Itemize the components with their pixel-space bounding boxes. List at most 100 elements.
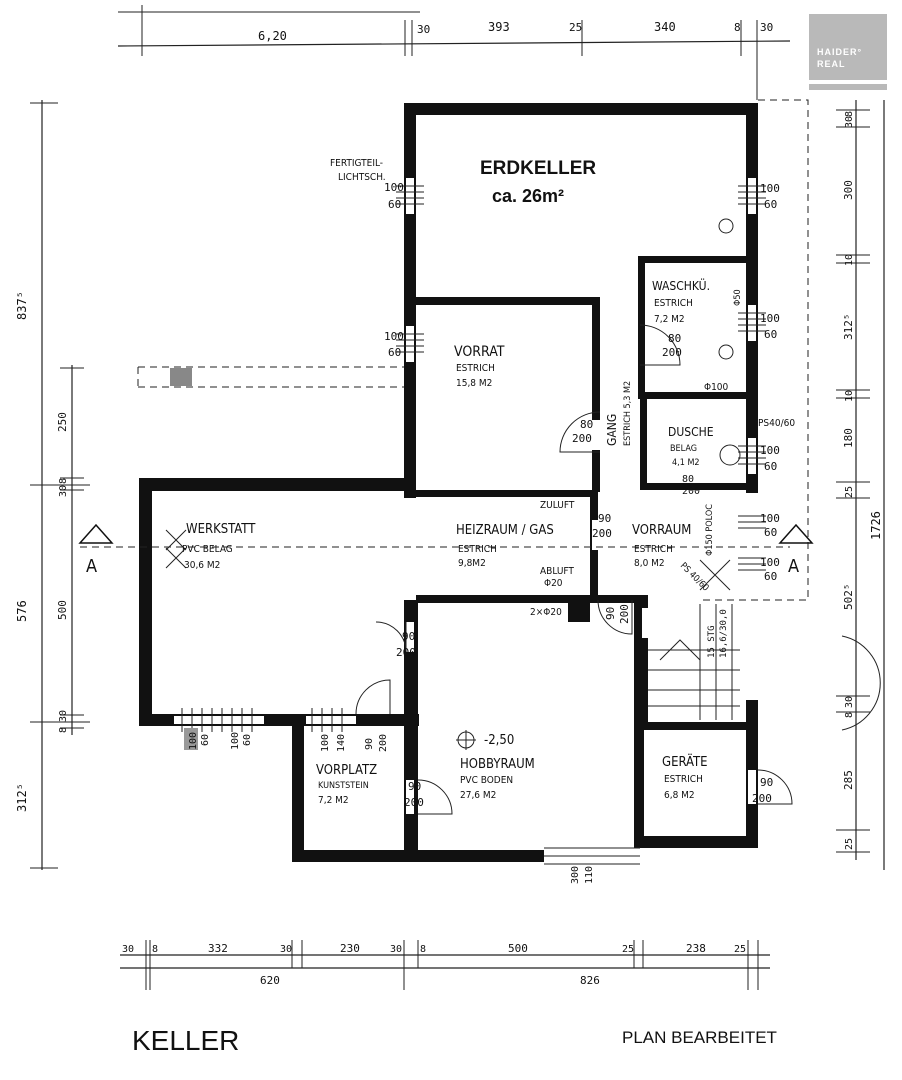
bottom-dimensions: 30 8 332 30 230 30 8 500 25 238 25 620 8… [120, 940, 770, 990]
room-labels: VORRAT ESTRICH 15,8 M2 WERKSTATT PVC BEL… [182, 277, 714, 806]
dim-bottom-238: 238 [686, 942, 706, 955]
door-heiz-h: 200 [592, 527, 612, 540]
room-dusche-floor: BELAG [670, 444, 697, 454]
room-heizraum-floor: ESTRICH [458, 544, 497, 555]
win-w-2: 100 [384, 330, 404, 343]
staircase: 15 STG 16,6/30,0 [648, 604, 740, 720]
win-w-1: 100 [384, 181, 404, 194]
win-w-7: 100 [760, 556, 780, 569]
room-vorplatz-floor: KUNSTSTEIN [318, 781, 369, 791]
dim-left-8a: 8 [58, 478, 69, 484]
door-heiz-w: 90 [598, 512, 611, 525]
room-heizraum-area: 9,8M2 [458, 558, 486, 569]
win-h-1: 60 [388, 198, 401, 211]
room-vorrat-floor: ESTRICH [456, 363, 495, 374]
win-h-6: 60 [764, 526, 777, 539]
door-geraete-w: 90 [760, 776, 773, 789]
room-geraete-name: GERÄTE [662, 754, 708, 770]
level-label: -2,50 [484, 733, 514, 748]
haider-real-logo: HAIDER° REAL [809, 14, 887, 90]
room-geraete-area: 6,8 M2 [664, 790, 695, 801]
opening-labels: 100 60 100 60 100 60 100 60 100 60 100 6… [188, 181, 780, 884]
dim-left-576: 576 [15, 600, 29, 622]
logo-bar [809, 84, 887, 90]
door-geraete-h: 200 [752, 792, 772, 805]
dim-left-30b: 30 [58, 710, 69, 722]
dim-bottom-30a: 30 [122, 944, 134, 955]
fertigteil-line-2: LICHTSCH. [338, 172, 386, 183]
right-dimensions: 8 30 300 10 312⁵ 10 180 25 502⁵ 30 8 285… [836, 100, 885, 870]
phi150-label: Φ150 POLOC [705, 504, 715, 556]
win-h-2: 60 [388, 346, 401, 359]
room-waschku-name: WASCHKÜ. [652, 277, 710, 293]
door-dusche-w: 80 [682, 474, 694, 485]
room-vorrat-name: VORRAT [454, 344, 505, 360]
room-vorplatz-area: 7,2 M2 [318, 795, 349, 806]
win-w-6: 100 [760, 512, 780, 525]
dim-right-25b: 25 [844, 838, 855, 850]
room-hobbyraum-area: 27,6 M2 [460, 790, 496, 801]
dim-bottom-332: 332 [208, 942, 228, 955]
dim-left-30a: 30 [58, 485, 69, 497]
dim-bottom-30b: 30 [280, 944, 292, 955]
dashed-outlines [80, 99, 809, 601]
erdkeller-area: ca. 26m² [492, 186, 564, 206]
dim-bottom-25a: 25 [622, 944, 634, 955]
dim-top-340: 340 [654, 20, 676, 34]
door-vorraum-w: 90 [604, 607, 617, 620]
dim-top-8: 8 [734, 21, 741, 34]
dim-right-25a: 25 [844, 486, 855, 498]
room-vorraum-floor: ESTRICH [634, 544, 673, 555]
dim-left-500: 500 [56, 600, 69, 620]
zuluft-label: ZULUFT [540, 500, 575, 511]
dim-right-1726: 1726 [869, 511, 883, 540]
room-werkstatt-area: 30,6 M2 [184, 560, 220, 571]
dim-right-180: 180 [842, 428, 855, 448]
room-werkstatt-name: WERKSTATT [186, 522, 256, 537]
room-heizraum-name: HEIZRAUM / GAS [456, 523, 554, 538]
abluft-label: ABLUFT [540, 566, 574, 577]
dim-bottom-30c: 30 [390, 944, 402, 955]
dim-top-30b: 30 [760, 21, 773, 34]
door-hobby-w: 90 [408, 780, 421, 793]
room-geraete-floor: ESTRICH [664, 774, 703, 785]
room-vorraum-name: VORRAUM [632, 523, 691, 538]
door-swings [355, 324, 881, 815]
dim-bottom-8a: 8 [152, 944, 158, 955]
dim-right-3125: 312⁵ [842, 314, 855, 341]
dim-top-25: 25 [569, 21, 582, 34]
room-dusche-name: DUSCHE [668, 425, 714, 439]
hobby-window-w: 300 [570, 866, 581, 884]
dim-right-30b: 30 [844, 696, 855, 708]
room-waschku-floor: ESTRICH [654, 298, 693, 309]
win-werk-w1: 100 [188, 732, 199, 750]
vorplatz-open-3: 90 [364, 738, 375, 750]
win-h-5: 60 [764, 460, 777, 473]
dim-right-8: 8 [844, 111, 855, 117]
win-werk-h1: 60 [200, 734, 211, 746]
win-w-3: 100 [760, 182, 780, 195]
room-waschku-area: 7,2 M2 [654, 314, 685, 325]
stairs-count: 15 STG [707, 625, 717, 658]
room-vorraum-area: 8,0 M2 [634, 558, 665, 569]
door-wasch-h: 200 [662, 346, 682, 359]
door-gang-w: 80 [580, 418, 593, 431]
hobby-window-h: 110 [584, 866, 595, 884]
room-hobbyraum-name: HOBBYRAUM [460, 757, 535, 772]
room-hobbyraum-floor: PVC BODEN [460, 775, 513, 786]
room-gang-name: GANG [605, 414, 619, 446]
dim-bottom-826: 826 [580, 974, 600, 987]
phi100-label: Φ100 [704, 382, 729, 393]
ps4060-a-label: PS40/60 [758, 418, 795, 429]
win-w-4: 100 [760, 312, 780, 325]
stairs-ratio: 16,6/30,0 [719, 609, 729, 658]
win-h-7: 60 [764, 570, 777, 583]
phi50-label: Φ50 [733, 289, 743, 306]
top-dimensions: 6,20 30 393 25 340 8 30 [117, 5, 791, 100]
logo-line-1: HAIDER° [817, 47, 863, 57]
door-hobby-h: 200 [404, 796, 424, 809]
room-dusche-area: 4,1 M2 [672, 458, 700, 468]
dim-bottom-620: 620 [260, 974, 280, 987]
dim-bottom-8b: 8 [420, 944, 426, 955]
